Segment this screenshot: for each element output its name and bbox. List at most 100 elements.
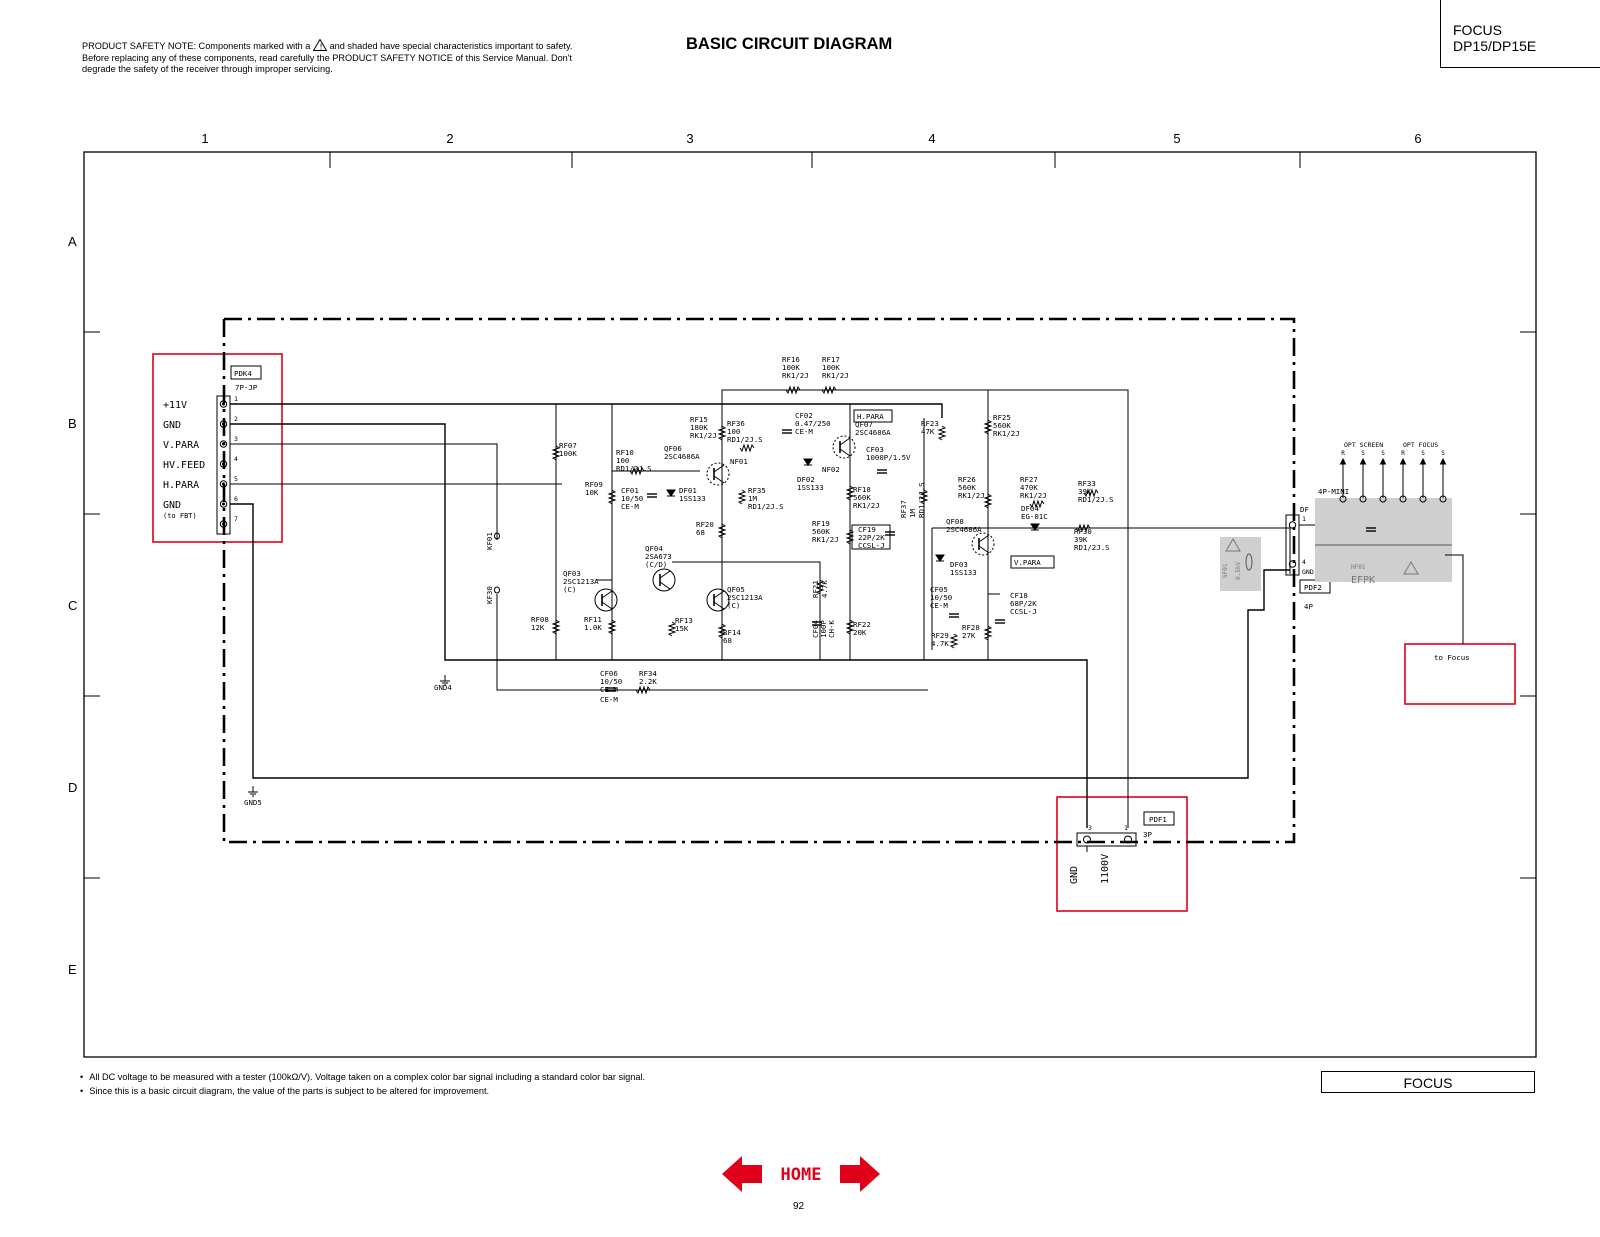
to-focus-label: to Focus <box>1434 653 1470 662</box>
res-rf11 <box>607 619 617 635</box>
cf19-text: 22P/2K <box>858 533 885 542</box>
diode-df01 <box>666 489 676 497</box>
res-rf20 <box>717 523 727 539</box>
df04-text: DF04 <box>1021 504 1039 513</box>
rf37-text: 1M <box>908 509 917 518</box>
pdk4-pin-label: HV.FEED <box>163 460 205 471</box>
rf30-text: RF30 <box>1074 527 1092 536</box>
rf20-text: RF20 <box>696 520 714 529</box>
h-para-tag-label: H.PARA <box>857 412 884 421</box>
cf04-text: CF04 <box>811 620 820 638</box>
res-rf25 <box>983 419 993 435</box>
df-label: DF <box>1300 505 1309 514</box>
res-rf16 <box>785 385 801 395</box>
pdk4-pin-number: 6 <box>234 495 238 503</box>
pdk4-pin-number: 2 <box>234 415 238 423</box>
four-p-mini-label: 4P-MINI <box>1318 487 1349 496</box>
pdf2-type: 4P <box>1304 602 1313 611</box>
transistor-qf03-emitter <box>601 601 613 610</box>
cf02-text: CE-M <box>795 427 813 436</box>
home-button[interactable]: HOME <box>722 1156 880 1192</box>
rf10-text: RF10 <box>616 448 634 457</box>
rf08-text: RF08 <box>531 615 549 624</box>
rf09-text: 10K <box>585 488 599 497</box>
df02-text: 1SS133 <box>797 483 824 492</box>
gnd4-label: GND4 <box>434 683 452 692</box>
res-rf21 <box>815 579 825 595</box>
transistor-qf04-emitter <box>659 581 671 590</box>
gnd-label: GND <box>1302 568 1314 576</box>
qf03-text: QF03 <box>563 569 581 578</box>
pdk4-pin-label: GND <box>163 500 181 511</box>
transistor-qf04-collector <box>659 570 671 579</box>
qf04-text: 2SA673 <box>645 552 672 561</box>
rf09-text: RF09 <box>585 480 603 489</box>
rf34-text: RF34 <box>639 669 657 678</box>
v-para-tag-label: V.PARA <box>1014 558 1041 567</box>
footer-note-1: All DC voltage to be measured with a tes… <box>80 1070 645 1084</box>
res-rf23 <box>937 425 947 441</box>
diode-df03 <box>935 554 945 562</box>
rf13-text: RF13 <box>675 616 693 625</box>
pdk4-pin-label: GND <box>163 420 181 431</box>
rf19-text: RK1/2J <box>812 535 839 544</box>
rf36-text: RD1/2J.S <box>727 435 763 444</box>
res-rf36 <box>739 443 755 453</box>
kf01-label: KF01 <box>485 532 494 550</box>
rf08-text: 12K <box>531 623 545 632</box>
res-rf27 <box>1029 499 1045 509</box>
cf18-text: CF18 <box>1010 591 1028 600</box>
rf35-text: 1M <box>748 494 757 503</box>
sf01-label: SF01 <box>1222 563 1229 578</box>
efpk-pin-letter: S <box>1381 450 1385 457</box>
transistor-qf06-collector <box>713 464 725 473</box>
pdk4-ref: PDK4 <box>234 369 252 378</box>
qf03-text: (C) <box>563 585 576 594</box>
highlight-box-pdf1 <box>1056 796 1188 912</box>
wire-vpara <box>230 443 498 534</box>
efpk-arrow <box>1439 457 1447 465</box>
cf01-text: 10/50 <box>621 494 643 503</box>
svg-text:!: ! <box>319 43 324 52</box>
cf19-text: CCSL-J <box>858 541 885 550</box>
warning-triangle-icon: ! <box>312 39 327 52</box>
diode-df04 <box>1030 523 1040 531</box>
rf16-text: RF16 <box>782 355 800 364</box>
qf08-text: 2SC4686A <box>946 525 982 534</box>
efpk-arrow <box>1359 457 1367 465</box>
qf06-text: QF06 <box>664 444 682 453</box>
cf05-text: CF05 <box>930 585 948 594</box>
res-rf33 <box>1083 488 1099 498</box>
df03-text: DF03 <box>950 560 968 569</box>
rf22-text: RF22 <box>853 620 871 629</box>
rf25-text: RF25 <box>993 413 1011 422</box>
pdf2-body <box>1285 514 1300 576</box>
qf07-text: QF07 <box>855 420 873 429</box>
wire-vpara-2 <box>496 594 928 691</box>
pdf1-gnd-label: GND <box>1069 866 1080 884</box>
pdf2-pin-4 <box>1288 560 1297 568</box>
pdk4-pin-number: 5 <box>234 475 238 483</box>
qf03-text: 2SC1213A <box>563 577 599 586</box>
model-line-2: DP15/DP15E <box>1453 38 1537 54</box>
grid-row-label: E <box>68 962 77 977</box>
rf37-text: RD1/2J.S <box>917 482 926 518</box>
wire-1100v <box>721 389 1129 828</box>
highlight-box-to-focus <box>1404 643 1516 705</box>
cf06-text: 10/50 <box>600 677 622 686</box>
footer-notes: All DC voltage to be measured with a tes… <box>80 1070 645 1098</box>
res-rf35 <box>737 489 747 505</box>
transistor-qf06-emitter <box>713 475 725 484</box>
pdk4-pin-number: 1 <box>234 395 238 403</box>
cf06-text: CF06 <box>600 669 618 678</box>
pdk4-pin-dot <box>222 402 225 406</box>
qf05-text: 2SC1213A <box>727 593 763 602</box>
cf03-text: CF03 <box>866 445 884 454</box>
nf02-label: NF02 <box>822 465 840 474</box>
df02-text: DF02 <box>797 475 815 484</box>
efpk-pin-letter: S <box>1421 450 1425 457</box>
tag-h-para <box>853 409 893 423</box>
cf06-text: CE-M <box>600 685 618 694</box>
res-rf37 <box>919 489 929 505</box>
